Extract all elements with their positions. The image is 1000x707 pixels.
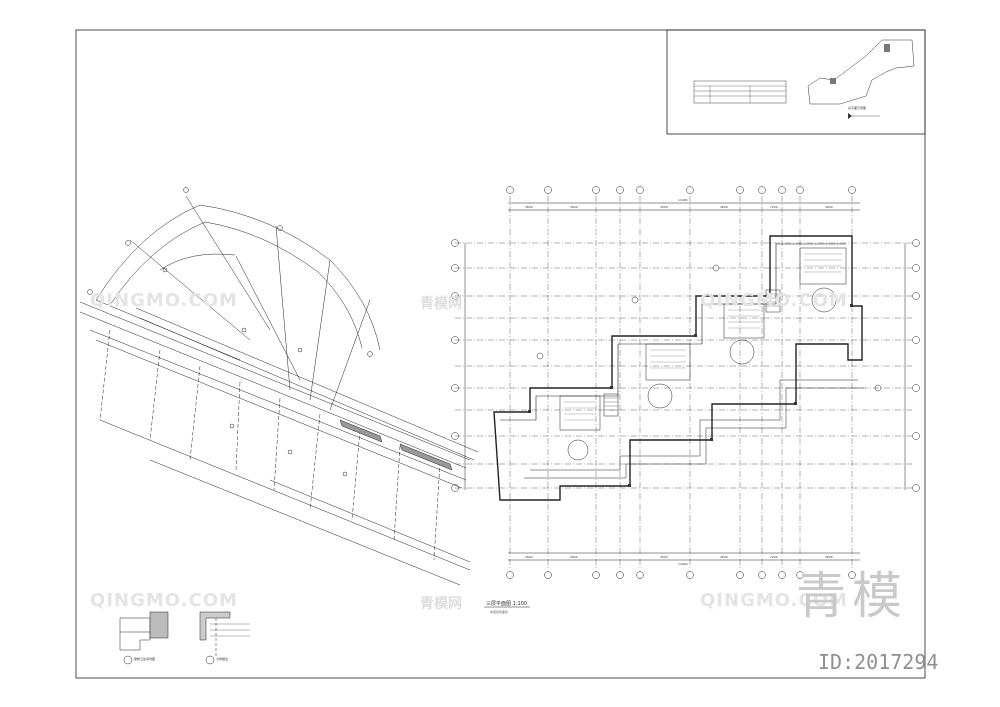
dimension-segment-top: 3600 bbox=[720, 205, 728, 209]
brand-watermark: 青模 bbox=[796, 567, 908, 625]
dimension-segment-top: 3600 bbox=[825, 205, 833, 209]
detail-1-title: 楼梯卫生间详图 bbox=[134, 657, 156, 661]
dimension-overall-bottom: 14400 bbox=[678, 562, 688, 566]
watermark-logo-3: QINGMO.COM bbox=[700, 290, 848, 311]
dimension-segment-bottom: 3600 bbox=[825, 555, 833, 559]
sheet-border bbox=[75, 29, 926, 679]
dimension-segment-bottom: 3600 bbox=[525, 555, 533, 559]
dimension-segment-bottom: 3600 bbox=[660, 555, 668, 559]
main-floor-plan bbox=[451, 186, 920, 579]
watermark-logo-1: QINGMO.COM bbox=[90, 290, 238, 311]
plan-note: 本层建筑面积 bbox=[490, 610, 509, 614]
keyplan-title: 总平面示意图 bbox=[848, 106, 867, 110]
watermark-logo-4: QINGMO.COM bbox=[700, 590, 848, 611]
watermark-logo-2: QINGMO.COM bbox=[90, 590, 238, 611]
detail-drawings bbox=[119, 611, 250, 665]
plan-title: 三层平面图 1:100 bbox=[486, 601, 528, 607]
dimension-segment-top: 3600 bbox=[570, 205, 578, 209]
dimension-overall-top: 14400 bbox=[678, 198, 688, 202]
dimension-segment-top: 3600 bbox=[525, 205, 533, 209]
left-wing-plan bbox=[79, 187, 479, 586]
dimension-segment-bottom: 7200 bbox=[770, 555, 778, 559]
watermark-cn-2: 青模网 bbox=[420, 596, 462, 612]
dimension-segment-top: 3600 bbox=[660, 205, 668, 209]
dimension-segment-bottom: 3600 bbox=[720, 555, 728, 559]
dimension-segment-bottom: 3600 bbox=[570, 555, 578, 559]
watermark-cn-1: 青模网 bbox=[420, 296, 462, 312]
detail-2-title: 大样做法 bbox=[216, 657, 229, 661]
drawing-id-label: ID:2017294 bbox=[818, 650, 939, 674]
dimension-segment-top: 7200 bbox=[770, 205, 778, 209]
key-plan-panel bbox=[666, 29, 926, 135]
